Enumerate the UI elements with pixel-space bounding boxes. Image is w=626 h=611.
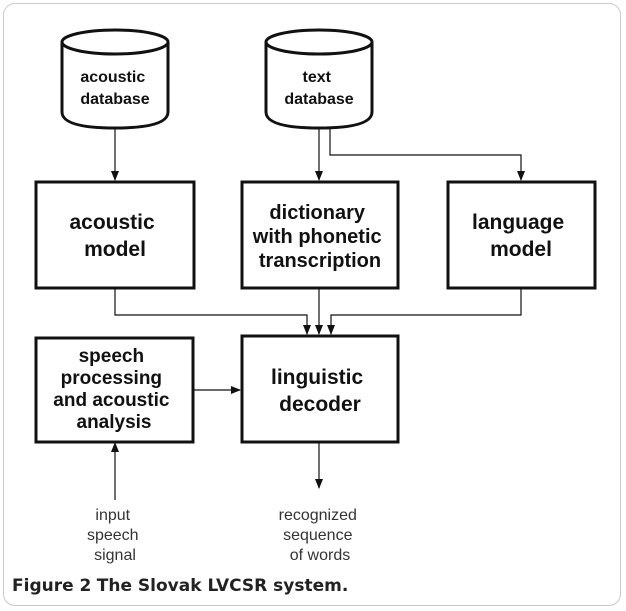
connectors xyxy=(111,126,525,500)
figure-label: Figure 2 xyxy=(12,576,92,596)
linguistic-decoder-label: linguistic decoder xyxy=(271,366,369,416)
acoustic-database-label: acoustic database xyxy=(80,69,149,108)
dictionary-label: dictionary with phonetic transcription xyxy=(252,202,387,272)
acoustic-model-box xyxy=(34,180,196,290)
figure-frame xyxy=(3,3,621,606)
figure-title: The Slovak LVCSR system. xyxy=(96,576,349,596)
arrow-language-model-to-decoder xyxy=(327,288,522,335)
lvcsr-diagram: acoustic database text database acoustic… xyxy=(34,28,597,564)
language-model-label: language model xyxy=(472,211,570,261)
acoustic-database-cylinder xyxy=(60,28,170,130)
linguistic-decoder-box xyxy=(240,334,400,444)
arrow-acoustic-model-to-decoder xyxy=(114,288,311,335)
input-speech-signal-label: input speech signal xyxy=(87,507,143,564)
text-database-cylinder xyxy=(264,28,374,130)
language-model-box xyxy=(446,180,597,290)
speech-processing-label: speech processing and acoustic analysis xyxy=(53,346,174,433)
acoustic-model-label: acoustic model xyxy=(69,211,160,261)
speech-processing-box xyxy=(34,336,195,444)
text-database-label: text database xyxy=(284,69,353,108)
dictionary-box xyxy=(240,180,400,290)
figure-caption: Figure 2 The Slovak LVCSR system. xyxy=(12,576,348,596)
arrow-text-db-to-language-model xyxy=(329,126,525,181)
recognized-sequence-label: recognized sequence of words xyxy=(279,507,362,564)
